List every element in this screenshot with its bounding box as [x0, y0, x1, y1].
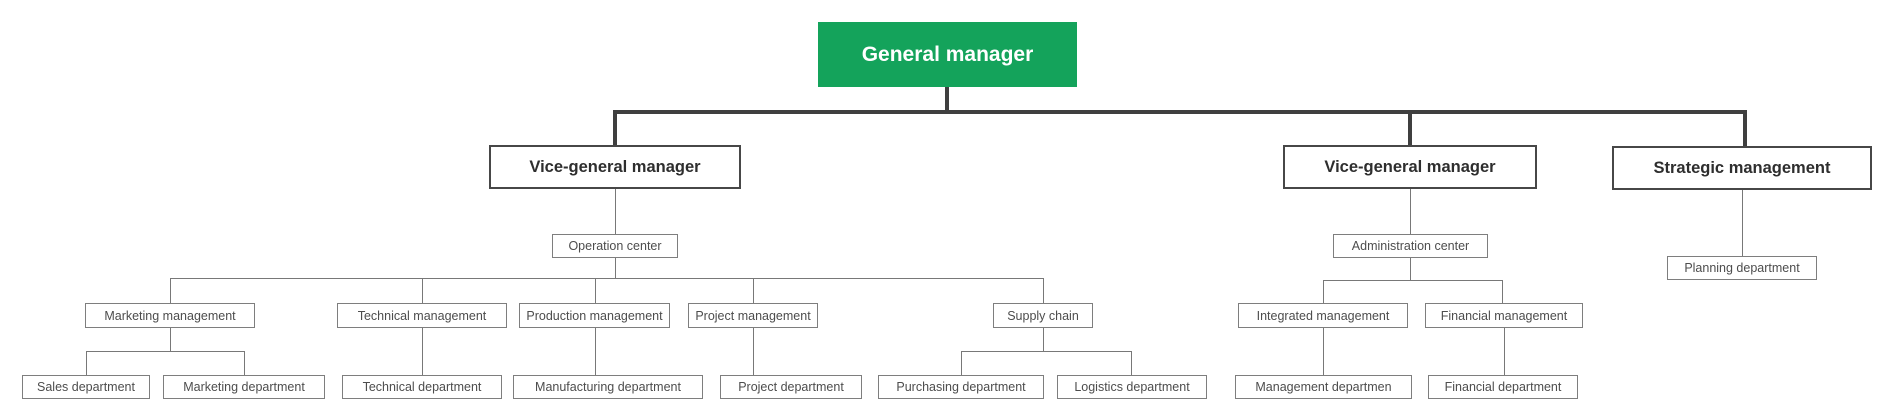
connector-line	[1323, 280, 1324, 303]
org-node-technical-management[interactable]: Technical management	[337, 303, 507, 328]
org-node-technical-department[interactable]: Technical department	[342, 375, 502, 399]
connector-line	[945, 87, 949, 114]
org-node-general-manager[interactable]: General manager	[818, 22, 1077, 87]
org-node-sales-department[interactable]: Sales department	[22, 375, 150, 399]
connector-line	[170, 278, 1043, 279]
org-node-planning-department[interactable]: Planning department	[1667, 256, 1817, 280]
org-node-production-management[interactable]: Production management	[519, 303, 670, 328]
connector-line	[1410, 189, 1411, 234]
org-node-supply-chain[interactable]: Supply chain	[993, 303, 1093, 328]
connector-line	[1323, 328, 1324, 375]
connector-line	[1043, 278, 1044, 303]
connector-line	[615, 189, 616, 234]
org-node-project-management[interactable]: Project management	[688, 303, 818, 328]
connector-line	[1742, 190, 1743, 256]
connector-line	[244, 351, 245, 375]
connector-line	[961, 351, 962, 375]
connector-line	[1410, 258, 1411, 280]
org-node-strategic-management[interactable]: Strategic management	[1612, 146, 1872, 190]
org-node-administration-center[interactable]: Administration center	[1333, 234, 1488, 258]
org-node-management-departmen[interactable]: Management departmen	[1235, 375, 1412, 399]
connector-line	[422, 328, 423, 375]
connector-line	[1743, 110, 1747, 146]
org-node-financial-management[interactable]: Financial management	[1425, 303, 1583, 328]
org-node-marketing-department[interactable]: Marketing department	[163, 375, 325, 399]
connector-line	[170, 278, 171, 303]
connector-line	[86, 351, 87, 375]
org-node-marketing-management[interactable]: Marketing management	[85, 303, 255, 328]
org-node-manufacturing-department[interactable]: Manufacturing department	[513, 375, 703, 399]
connector-line	[1408, 110, 1412, 145]
org-node-integrated-management[interactable]: Integrated management	[1238, 303, 1408, 328]
connector-line	[1502, 280, 1503, 303]
org-node-purchasing-department[interactable]: Purchasing department	[878, 375, 1044, 399]
connector-line	[86, 351, 244, 352]
org-node-project-department[interactable]: Project department	[720, 375, 862, 399]
connector-line	[595, 328, 596, 375]
connector-line	[1043, 328, 1044, 351]
connector-line	[613, 110, 617, 145]
connector-line	[613, 110, 1747, 114]
connector-line	[1323, 280, 1502, 281]
connector-line	[1131, 351, 1132, 375]
connector-line	[595, 278, 596, 303]
connector-line	[1504, 328, 1505, 375]
org-node-financial-department[interactable]: Financial department	[1428, 375, 1578, 399]
org-node-vice-general-manager-2[interactable]: Vice-general manager	[1283, 145, 1537, 189]
connector-line	[170, 328, 171, 351]
connector-line	[615, 258, 616, 278]
connector-line	[753, 328, 754, 375]
connector-line	[422, 278, 423, 303]
connector-line	[961, 351, 1131, 352]
org-node-logistics-department[interactable]: Logistics department	[1057, 375, 1207, 399]
org-node-vice-general-manager-1[interactable]: Vice-general manager	[489, 145, 741, 189]
connector-line	[753, 278, 754, 303]
org-node-operation-center[interactable]: Operation center	[552, 234, 678, 258]
